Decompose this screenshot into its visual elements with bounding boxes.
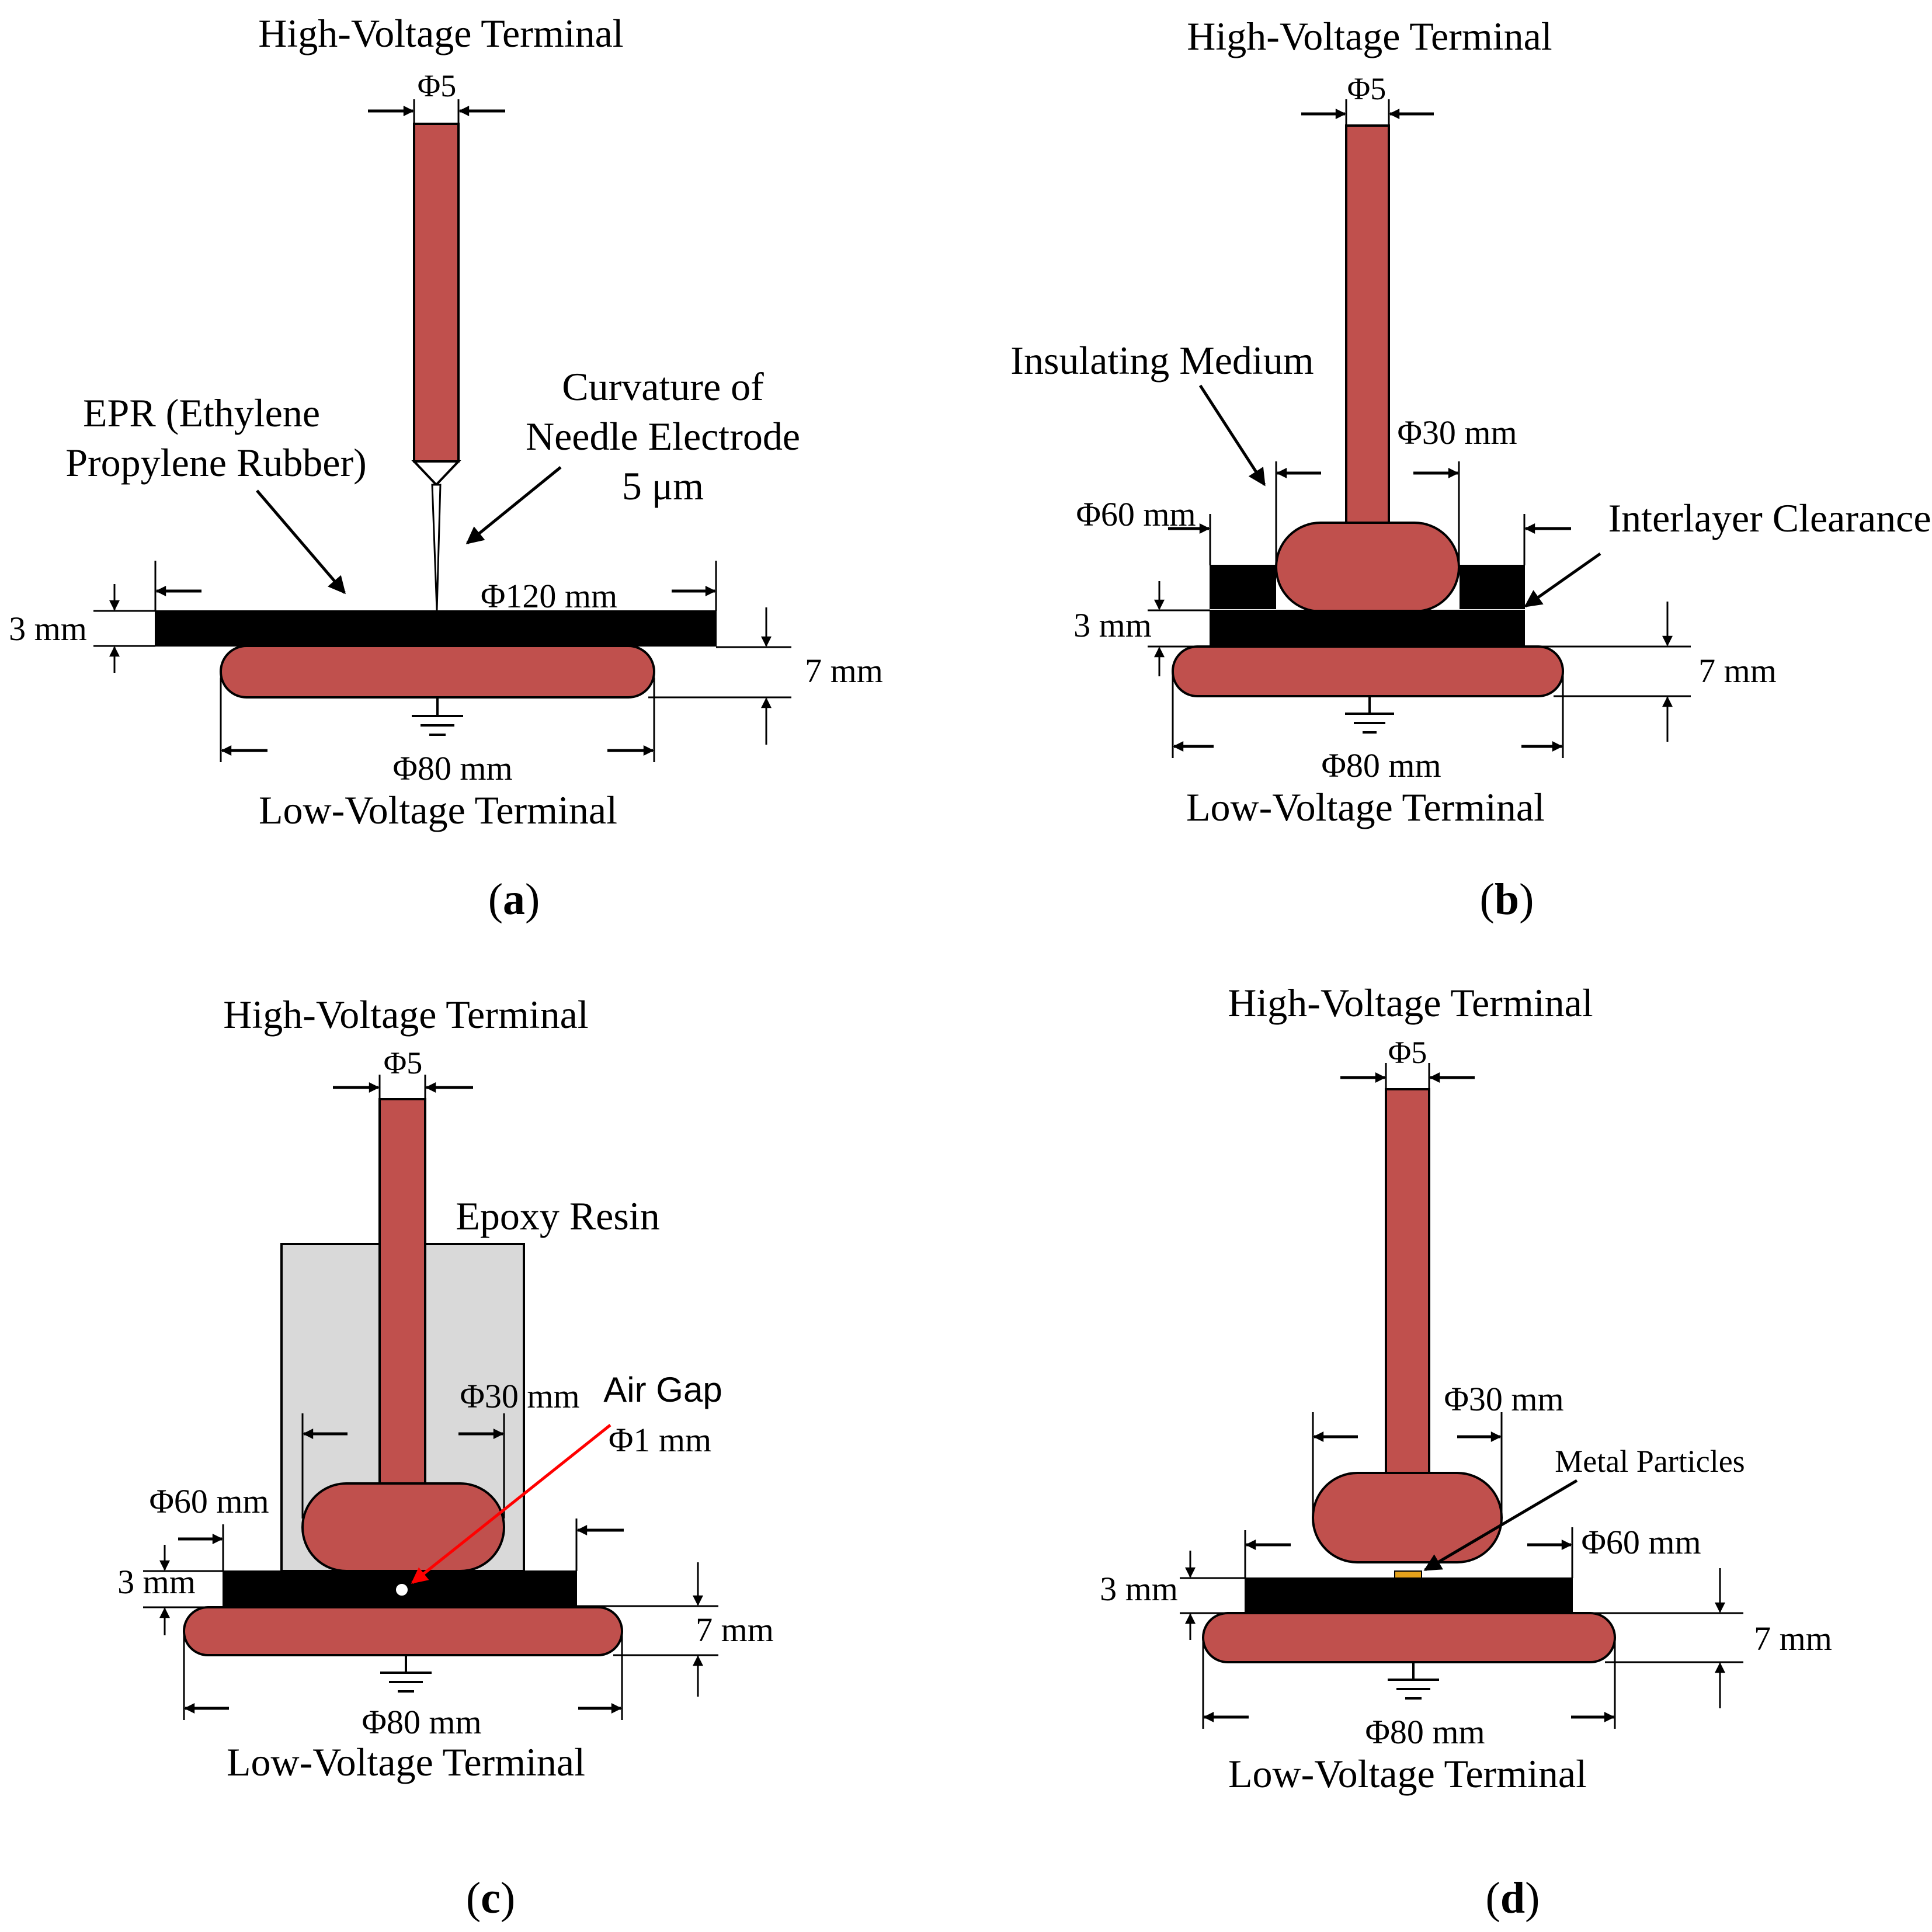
- d-hv-label: High-Voltage Terminal: [1228, 981, 1593, 1025]
- a-curv-arrow: [465, 466, 562, 544]
- b-insulating-arrow: [1198, 384, 1266, 487]
- b-insulating-block-right: [1460, 565, 1525, 609]
- b-insulating-block-left: [1210, 565, 1276, 609]
- d-hv-rod: [1385, 1088, 1430, 1476]
- b-hv-rod: [1345, 124, 1390, 525]
- d-ground-electrode: [1202, 1612, 1616, 1663]
- a-needle-rod: [413, 123, 460, 463]
- d-lv-label: Low-Voltage Terminal: [1228, 1752, 1587, 1796]
- a-7mm-label: 7 mm: [805, 652, 883, 690]
- b-upper-electrode: [1275, 522, 1460, 613]
- c-ground-icon: [380, 1655, 432, 1693]
- c-phi1-label: Φ1 mm: [609, 1421, 711, 1459]
- b-caption: (b): [1480, 875, 1534, 924]
- b-ground-electrode: [1172, 645, 1564, 697]
- c-airgap-arrow: [411, 1424, 611, 1584]
- c-phi80-label: Φ80 mm: [362, 1703, 481, 1741]
- b-phi5-label: Φ5: [1347, 71, 1386, 106]
- c-7mm-label: 7 mm: [696, 1611, 774, 1649]
- a-caption: (a): [488, 875, 540, 924]
- c-upper-electrode: [301, 1482, 505, 1572]
- b-phi60-label: Φ60 mm: [1076, 495, 1196, 533]
- d-particles-label: Metal Particles: [1555, 1444, 1745, 1479]
- b-epr-sheet: [1210, 610, 1525, 647]
- c-ground-electrode: [183, 1606, 623, 1656]
- b-phi30-label: Φ30 mm: [1397, 413, 1517, 451]
- a-curv-label-2: Needle Electrode: [526, 414, 800, 458]
- b-insulating-label: Insulating Medium: [1010, 338, 1314, 383]
- c-lv-label: Low-Voltage Terminal: [227, 1740, 585, 1784]
- panel-d: High-Voltage Terminal Φ5 Φ30 mm Metal: [1100, 981, 1832, 1923]
- d-phi30-label: Φ30 mm: [1444, 1380, 1563, 1418]
- a-epr-label-1: EPR (Ethylene: [83, 391, 320, 435]
- b-3mm-label: 3 mm: [1073, 606, 1152, 644]
- c-air-gap: [395, 1583, 409, 1597]
- b-ground-icon: [1345, 696, 1394, 734]
- b-7mm-label: 7 mm: [1698, 652, 1777, 690]
- d-caption: (d): [1486, 1874, 1540, 1923]
- b-phi80-label: Φ80 mm: [1321, 746, 1441, 784]
- a-lv-label: Low-Voltage Terminal: [259, 788, 617, 832]
- c-3mm-label: 3 mm: [117, 1563, 196, 1601]
- a-epr-sheet: [155, 610, 717, 647]
- a-epr-label-2: Propylene Rubber): [65, 440, 367, 485]
- c-phi5-label: Φ5: [384, 1045, 422, 1080]
- a-phi80-label: Φ80 mm: [392, 749, 512, 787]
- a-curv-label-3: 5 μm: [622, 464, 704, 508]
- b-lv-label: Low-Voltage Terminal: [1186, 785, 1545, 829]
- c-epoxy-label: Epoxy Resin: [456, 1194, 659, 1238]
- panel-b: High-Voltage Terminal Φ5 Insulating Medi…: [1010, 14, 1931, 924]
- panel-c: High-Voltage Terminal Φ5 Epoxy Resin Φ3: [117, 992, 774, 1923]
- d-phi5-label: Φ5: [1388, 1035, 1427, 1070]
- a-phi120-label: Φ120 mm: [481, 577, 617, 615]
- b-hv-label: High-Voltage Terminal: [1187, 14, 1552, 58]
- d-phi60-label: Φ60 mm: [1581, 1523, 1701, 1561]
- a-epr-arrow: [256, 489, 346, 595]
- b-clearance-arrow: [1524, 552, 1601, 608]
- a-ground-icon: [412, 697, 463, 736]
- c-caption: (c): [466, 1874, 515, 1923]
- a-ground-electrode: [220, 645, 655, 699]
- c-hv-rod: [378, 1098, 426, 1486]
- d-ground-icon: [1388, 1662, 1439, 1700]
- a-curv-label-1: Curvature of: [562, 364, 764, 409]
- c-phi30-label: Φ30 mm: [460, 1377, 579, 1415]
- d-3mm-label: 3 mm: [1100, 1570, 1178, 1608]
- d-upper-electrode: [1312, 1472, 1503, 1563]
- panel-a: High-Voltage Terminal Φ5 EPR (Ethylene P…: [9, 11, 883, 924]
- c-phi60-label: Φ60 mm: [149, 1482, 269, 1520]
- d-metal-particle: [1394, 1570, 1422, 1579]
- a-needle-cone: [411, 460, 461, 487]
- b-clearance-label: Interlayer Clearance: [1608, 496, 1931, 540]
- a-phi5-label: Φ5: [418, 68, 456, 103]
- a-needle-tip: [431, 484, 442, 611]
- a-3mm-label: 3 mm: [9, 610, 87, 648]
- c-hv-label: High-Voltage Terminal: [223, 992, 588, 1037]
- c-airgap-label: Air Gap: [603, 1370, 722, 1409]
- d-7mm-label: 7 mm: [1754, 1620, 1832, 1658]
- d-particles-arrow: [1423, 1479, 1578, 1572]
- d-epr-sheet: [1245, 1577, 1573, 1614]
- a-hv-label: High-Voltage Terminal: [258, 11, 623, 55]
- d-phi80-label: Φ80 mm: [1365, 1713, 1485, 1751]
